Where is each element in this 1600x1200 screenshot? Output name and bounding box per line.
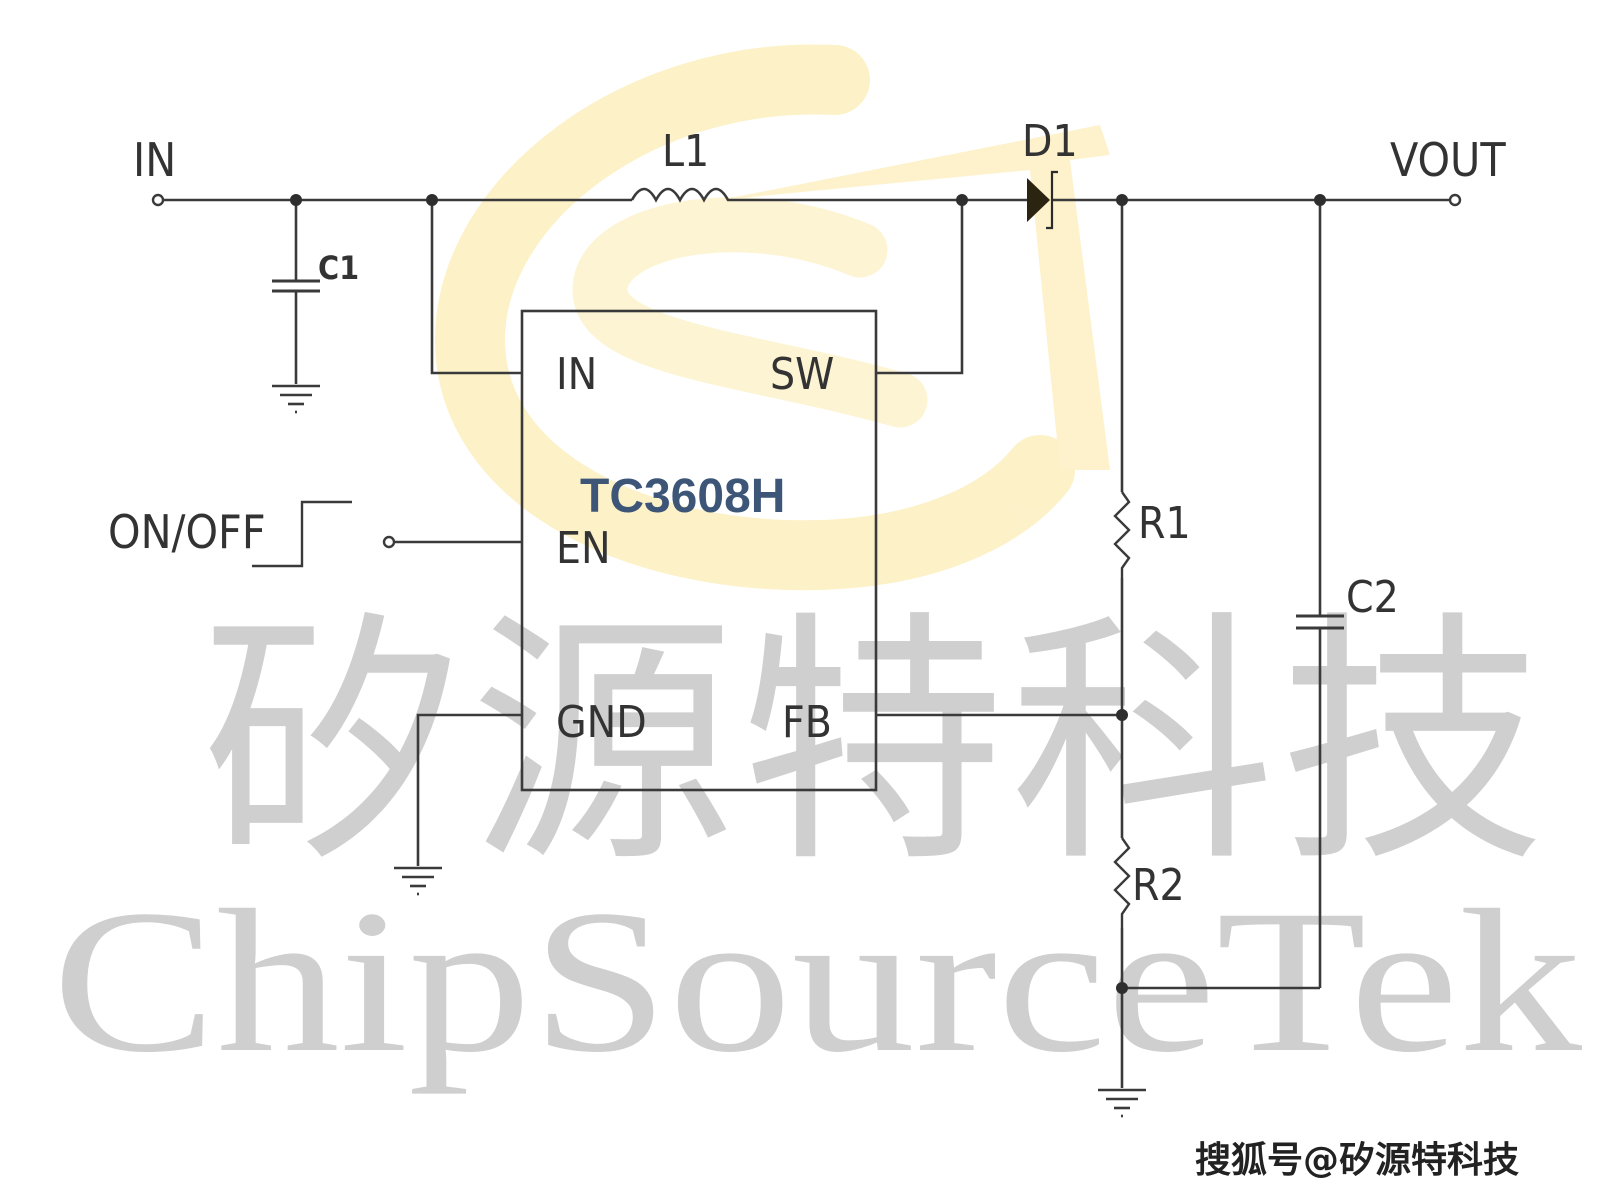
enable-terminal-icon	[382, 535, 396, 549]
source-credit: 搜狐号@矽源特科技	[1195, 1140, 1519, 1181]
c2-label: C2	[1346, 572, 1399, 623]
inductor-l1-icon	[630, 187, 733, 203]
resistor-r1-icon	[1113, 491, 1131, 578]
l1-label: L1	[662, 126, 709, 177]
ic-part-number: TC3608H	[580, 470, 785, 523]
diode-d1-icon	[1027, 170, 1058, 230]
input-terminal-icon	[151, 193, 165, 207]
c1-label: C1	[318, 249, 359, 287]
r1-label: R1	[1138, 498, 1191, 549]
d1-label: D1	[1022, 116, 1078, 167]
r2-label: R2	[1132, 860, 1185, 911]
capacitor-c2-icon	[1296, 614, 1344, 630]
ic-pin-in: IN	[556, 349, 597, 400]
logo-watermark	[434, 44, 1110, 591]
input-label: IN	[133, 133, 176, 187]
watermark-english: ChipSourceTek	[52, 868, 1583, 1095]
capacitor-c1-icon	[272, 279, 320, 293]
ground-c1-icon	[272, 384, 320, 414]
ground-output-icon	[1098, 1088, 1146, 1118]
ic-pin-fb: FB	[782, 697, 832, 748]
output-terminal-icon	[1448, 193, 1462, 207]
output-label: VOUT	[1390, 133, 1506, 187]
junction-dots	[290, 194, 1326, 994]
ic-pin-en: EN	[556, 523, 611, 574]
enable-label: ON/OFF	[108, 505, 266, 559]
ground-ic-icon	[394, 866, 442, 896]
ic-body	[520, 309, 878, 792]
resistor-r2-icon	[1113, 837, 1131, 928]
ic-pin-gnd: GND	[556, 697, 647, 748]
ic-pin-sw: SW	[770, 349, 834, 400]
